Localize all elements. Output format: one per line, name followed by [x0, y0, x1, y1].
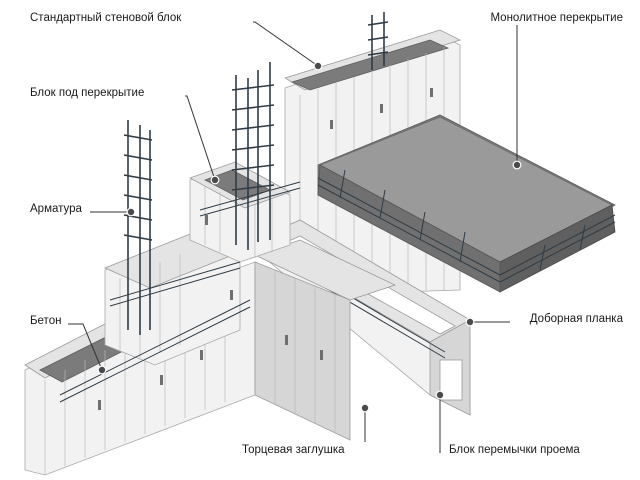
label-monolithic-slab: Монолитное перекрытие: [490, 12, 623, 24]
monolithic-slab: [317, 114, 616, 293]
dot-filler-strip: [465, 317, 475, 327]
dot-floor-block: [210, 175, 220, 185]
label-standard-block: Стандартный стеновой блок: [30, 12, 182, 24]
rebar-cages: [59, 12, 389, 403]
label-lintel-block: Блок перемычки проема: [449, 444, 580, 456]
dot-standard-block: [313, 61, 323, 71]
label-end-cap: Торцевая заглушка: [242, 444, 345, 456]
label-floor-block: Блок под перекрытие: [30, 87, 144, 99]
label-concrete: Бетон: [30, 315, 61, 327]
dot-monolithic-slab: [512, 160, 522, 170]
dot-concrete: [97, 365, 107, 375]
rebar-horizontal: [59, 181, 301, 403]
dot-rebar: [126, 207, 136, 217]
rebar-cage-back: [367, 12, 389, 70]
callout-dots: [97, 61, 522, 413]
label-rebar: Арматура: [30, 203, 83, 215]
rebar-cage-middle: [231, 62, 275, 250]
dot-lintel-block: [435, 390, 445, 400]
corner-block: [103, 161, 291, 366]
label-filler-strip: Доборная планка: [530, 313, 624, 325]
dot-end-cap: [360, 403, 370, 413]
